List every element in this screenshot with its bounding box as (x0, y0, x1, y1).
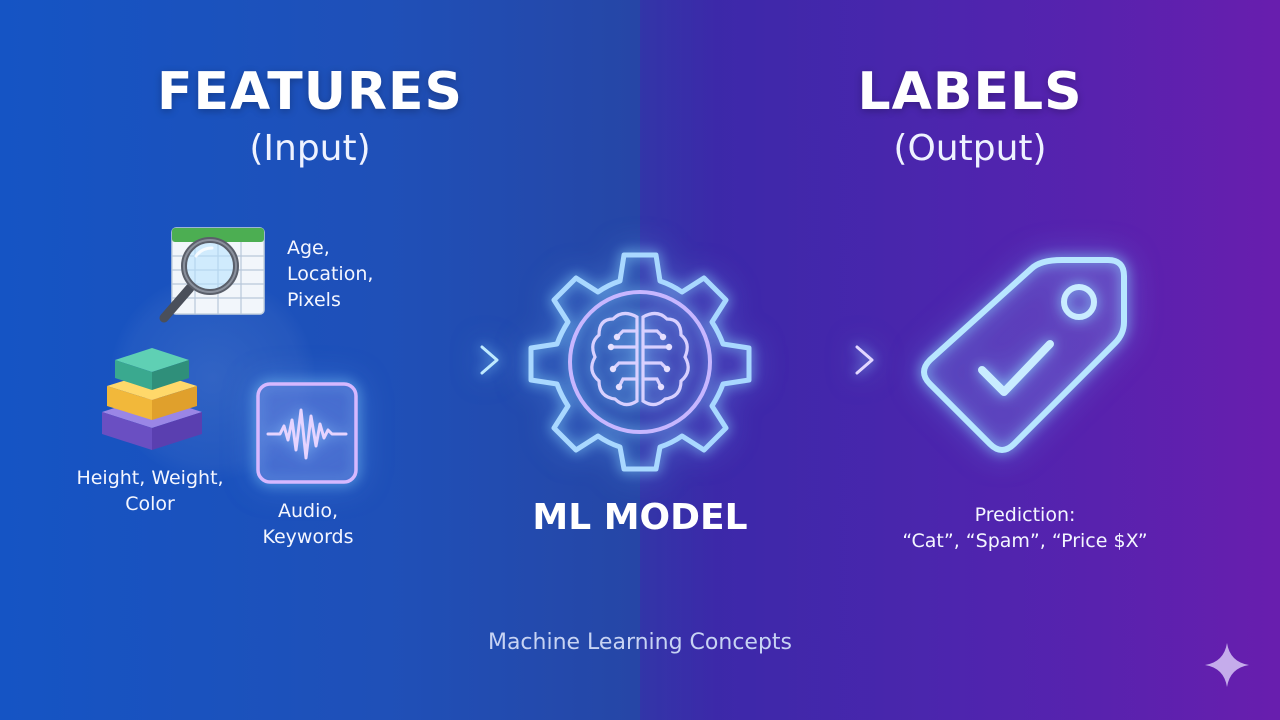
layers-label-line-2: Color (125, 493, 175, 515)
prediction-line-1: Prediction: (974, 504, 1076, 526)
prediction-line-2: “Cat”, “Spam”, “Price $X” (902, 530, 1148, 552)
audio-label-line-2: Keywords (262, 526, 354, 548)
gear-brain-icon (528, 252, 752, 472)
magnifier-spreadsheet-icon (159, 227, 265, 323)
audio-label-line-1: Audio, (277, 500, 339, 522)
table-label-line-2: Location, (287, 263, 374, 285)
table-label-line-1: Age, (287, 237, 330, 259)
sparkle-icon (1205, 643, 1249, 687)
audio-waveform-icon (256, 382, 358, 484)
layers-label-line-1: Height, Weight, (76, 467, 224, 489)
price-tag-check-icon (921, 257, 1127, 453)
arrow-right-icon-2 (765, 345, 874, 375)
prediction-label: Prediction: “Cat”, “Spam”, “Price $X” (860, 502, 1190, 554)
table-label-line-3: Pixels (287, 289, 341, 311)
stacked-layers-icon (102, 348, 202, 450)
features-subtitle: (Input) (249, 128, 371, 169)
table-features-label: Age, Location, Pixels (287, 235, 373, 313)
audio-features-label: Audio, Keywords (228, 498, 388, 550)
layers-features-label: Height, Weight, Color (60, 465, 240, 517)
footer-caption: Machine Learning Concepts (487, 630, 793, 655)
labels-title: LABELS (857, 62, 1083, 122)
labels-subtitle: (Output) (893, 128, 1047, 169)
ml-model-title: ML MODEL (532, 497, 748, 538)
arrow-right-icon (390, 345, 499, 375)
features-title: FEATURES (157, 62, 463, 122)
